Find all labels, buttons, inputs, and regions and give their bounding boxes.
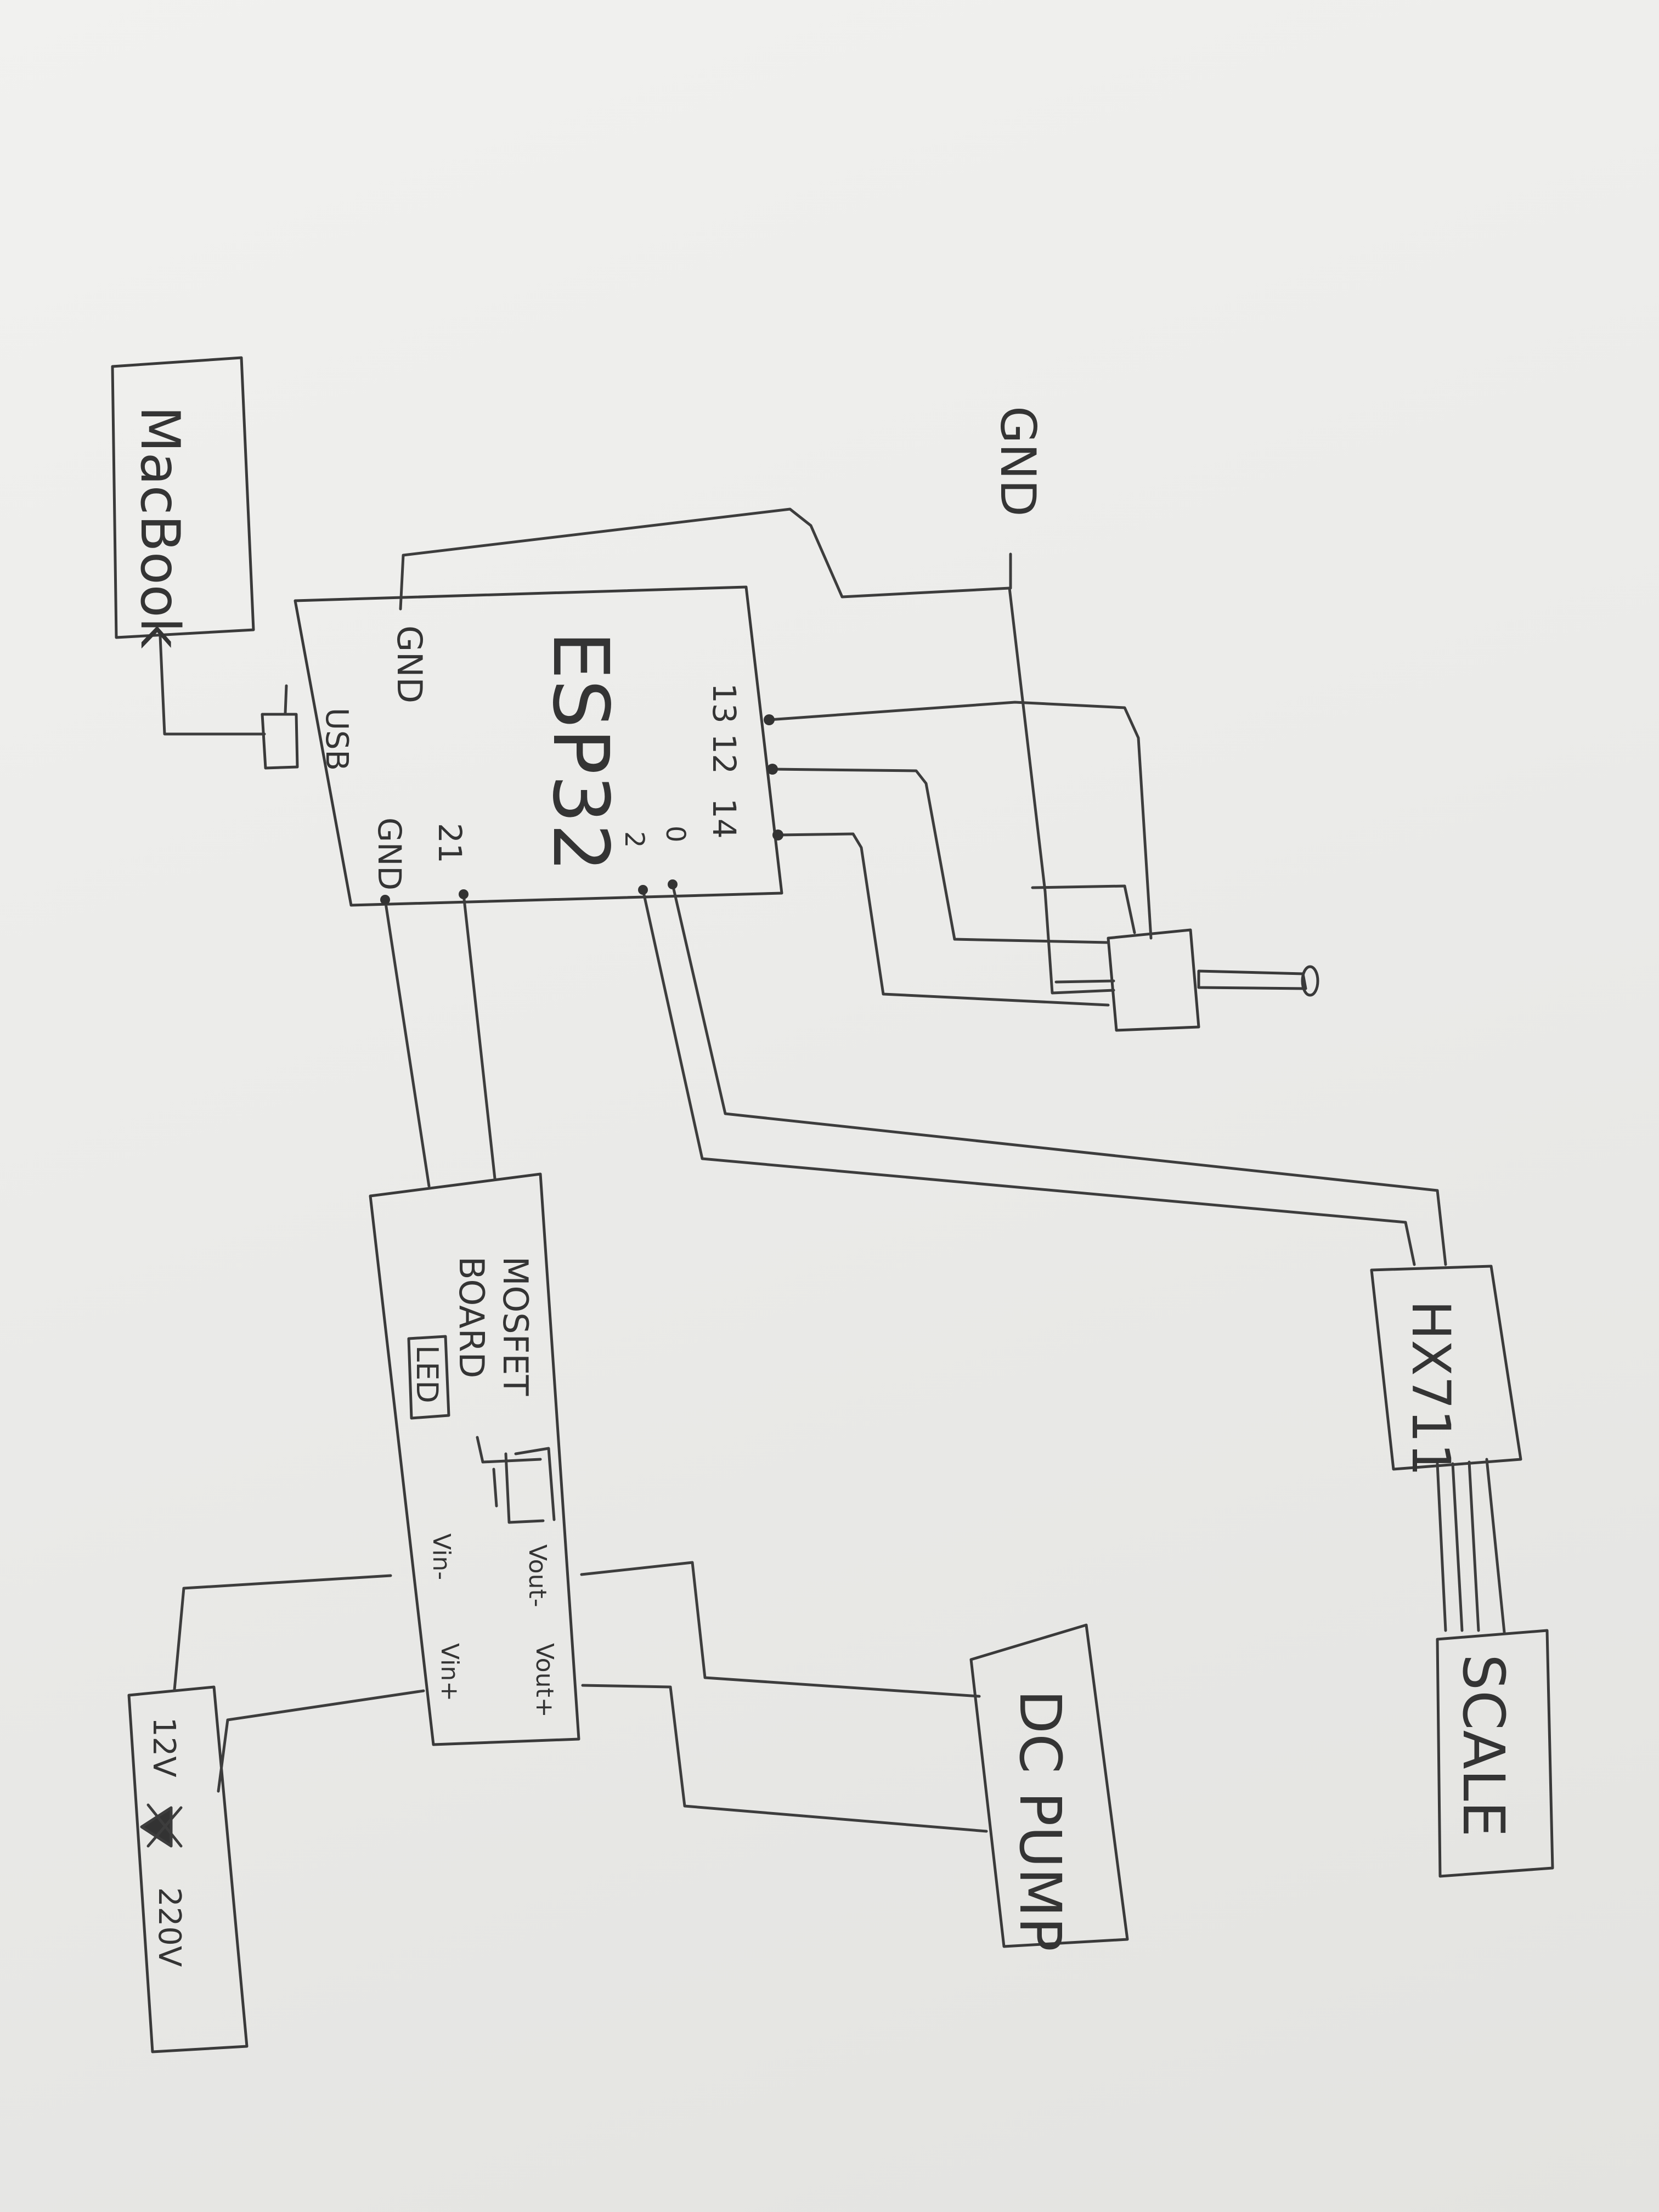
- mosfet-label-line2: BOARD: [452, 1256, 492, 1378]
- usb-connector: [261, 713, 299, 770]
- wire-vout-minus-pump: [580, 1561, 981, 1698]
- wire-pin2-hx711: [641, 888, 1416, 1266]
- esp32-title: ESP32: [535, 631, 625, 872]
- psu-12v-label: 12V: [146, 1717, 182, 1778]
- transistor-symbol: [476, 1436, 556, 1524]
- mosfet-led-label: LED: [410, 1345, 444, 1403]
- dc-pump-label: DC PUMP: [1007, 1690, 1074, 1951]
- psu-arrow-icon: [140, 1803, 183, 1848]
- esp32-pin-2: 2: [619, 831, 650, 848]
- led-box: [407, 1335, 450, 1420]
- wire-macbook-usb: [159, 635, 266, 736]
- esp32-box: [294, 585, 783, 907]
- wire-encoder-bracket: [1031, 884, 1136, 934]
- wire-pin21-mosfet: [462, 893, 496, 1180]
- wire-hx711-scale: [1436, 1458, 1506, 1634]
- wire-pin13: [768, 701, 1153, 940]
- mosfet-board-box: [369, 1172, 580, 1746]
- esp32-gnd-bottom: GND: [371, 817, 408, 890]
- wire-gnd-mosfet: [383, 898, 431, 1188]
- pin-dots: [380, 714, 783, 905]
- mosfet-vout-minus: Vout-: [523, 1544, 551, 1607]
- rotary-encoder: [1107, 928, 1319, 1032]
- scale-label: SCALE: [1450, 1654, 1517, 1837]
- gnd-label: GND: [990, 406, 1046, 517]
- wire-encoder-bracket2: [1054, 979, 1115, 984]
- esp32-pin-21: 21: [431, 823, 469, 864]
- mosfet-vin-minus: Vin-: [427, 1533, 455, 1580]
- macbook-box: [111, 356, 255, 639]
- mosfet-label-line1: MOSFET: [495, 1256, 535, 1396]
- wire-vin-minus-psu: [173, 1574, 392, 1691]
- esp32-pins-13-12: 13 12: [706, 683, 743, 774]
- mosfet-vin-plus: Vin+: [436, 1643, 464, 1701]
- mosfet-vout-plus: Vout+: [531, 1643, 558, 1718]
- hx711-box: [1370, 1265, 1522, 1471]
- esp32-usb-label: USB: [319, 708, 354, 771]
- wire-vout-plus-pump: [581, 1684, 988, 1833]
- wire-vin-plus-psu: [217, 1689, 425, 1793]
- esp32-pin-14: 14: [706, 798, 743, 839]
- esp32-gnd-top: GND: [390, 625, 430, 703]
- wire-pin12: [771, 768, 1110, 944]
- hx711-label: HX711: [1400, 1300, 1462, 1476]
- wire-usb-extra: [284, 684, 288, 715]
- macbook-label: MacBook: [128, 406, 191, 649]
- wire-pin14: [776, 832, 1110, 1007]
- esp32-pin-0: 0: [660, 826, 691, 843]
- wire-gnd-encoder: [1043, 890, 1115, 995]
- power-supply-box: [127, 1685, 249, 2053]
- psu-220v-label: 220V: [151, 1887, 187, 1967]
- wire-pin0-hx711: [671, 883, 1447, 1266]
- scale-box: [1436, 1629, 1554, 1878]
- dc-pump-box: [969, 1623, 1129, 1948]
